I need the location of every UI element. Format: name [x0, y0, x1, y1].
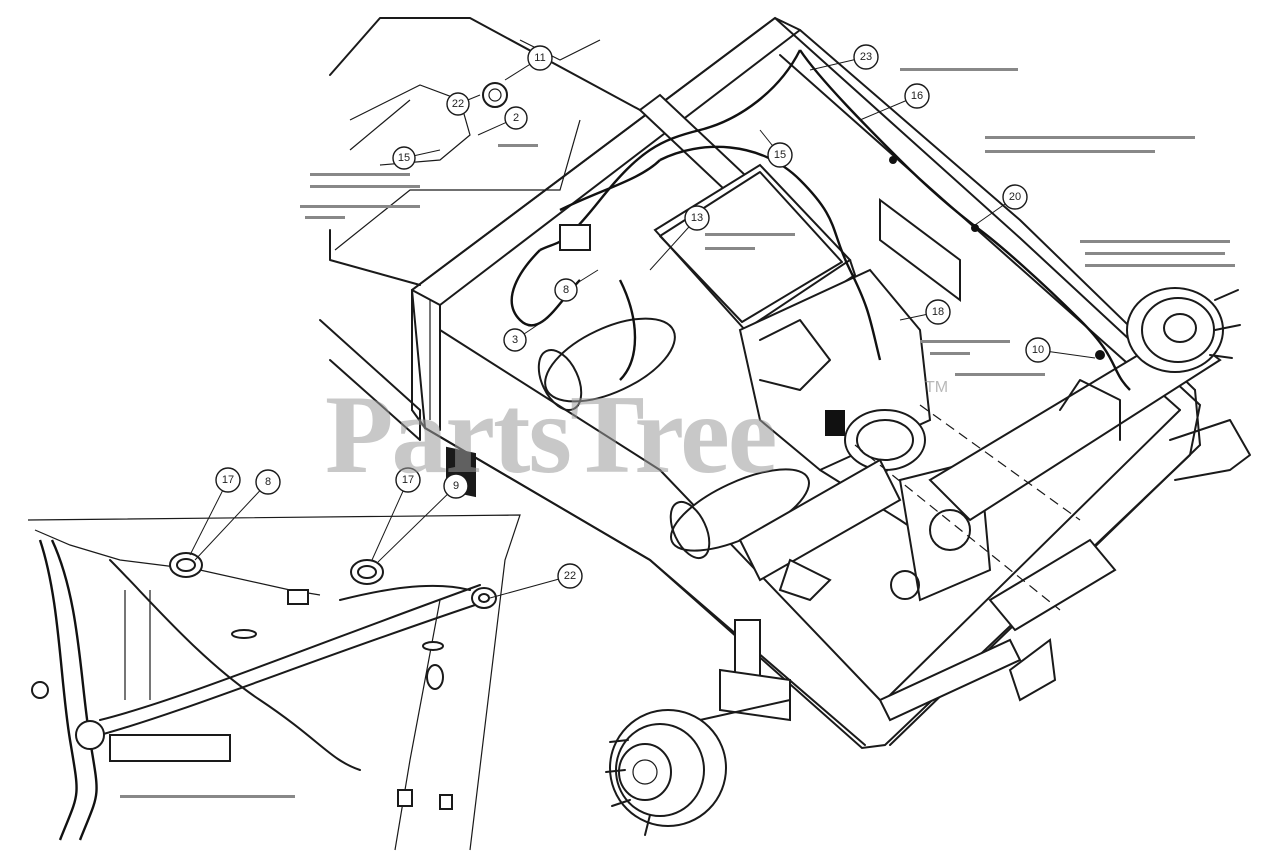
wheel-hub-icon — [605, 709, 727, 836]
callout-circle — [215, 467, 241, 493]
callout-label: 13 — [691, 212, 703, 224]
callout-c12: 18 — [899, 299, 951, 325]
callout-circle — [853, 44, 879, 70]
callout-c14: 17 — [189, 467, 241, 556]
engine-block — [738, 268, 992, 602]
callout-c7: 15 — [759, 129, 793, 168]
callout-c10: 3 — [503, 317, 549, 352]
callout-c18: 22 — [489, 563, 583, 599]
callout-circle — [527, 45, 553, 71]
callout-circle — [554, 278, 578, 302]
callout-c11: 8 — [554, 269, 599, 302]
callout-c1: 11 — [504, 45, 553, 81]
watermark-text: PartsTree — [325, 373, 776, 497]
callout-c15: 8 — [194, 469, 281, 561]
machine-body — [319, 17, 641, 441]
callout-leader — [489, 575, 571, 599]
callout-circle — [1025, 337, 1051, 363]
callout-leader — [189, 479, 229, 556]
callout-label: 18 — [932, 306, 944, 318]
callout-c9: 20 — [974, 184, 1028, 226]
callout-label: 20 — [1009, 191, 1021, 203]
callout-circle — [392, 146, 416, 170]
front-axle — [699, 538, 1117, 722]
callout-label: 8 — [265, 476, 271, 488]
callout-leader — [371, 479, 409, 561]
canister-icon — [537, 317, 810, 560]
callout-label: 17 — [222, 474, 234, 486]
callout-circle — [557, 563, 583, 589]
callout-c6: 16 — [859, 83, 930, 121]
grommet-icon — [350, 559, 384, 585]
callout-circle — [925, 299, 951, 325]
callout-label: 2 — [513, 112, 519, 124]
callout-label: 17 — [402, 474, 414, 486]
callout-circle — [767, 142, 793, 168]
callout-circle — [395, 467, 421, 493]
callout-label: 11 — [534, 52, 545, 64]
callout-circle — [503, 328, 527, 352]
callout-label: 8 — [563, 284, 569, 296]
grommet-icon — [471, 587, 497, 609]
callout-c4: 15 — [392, 146, 441, 170]
annotation-strokes — [120, 68, 1235, 798]
reference-lines — [854, 404, 1081, 611]
callout-circle — [684, 205, 710, 231]
callout-circle — [255, 469, 281, 495]
callout-circle — [904, 83, 930, 109]
callout-c2: 22 — [446, 92, 481, 116]
watermark: PartsTree TM — [325, 373, 948, 497]
callout-label: 23 — [860, 51, 872, 63]
callout-c13: 10 — [1025, 337, 1096, 363]
callout-circle — [443, 473, 469, 499]
wheel-hub-icon — [1126, 287, 1241, 373]
callout-label: 16 — [911, 90, 923, 102]
callout-circle — [1002, 184, 1028, 210]
grommet-icon — [169, 552, 203, 578]
callout-label: 22 — [452, 98, 464, 110]
watermark-trademark: TM — [925, 379, 948, 396]
callout-leader — [194, 481, 269, 561]
callout-leader — [377, 485, 457, 563]
callout-label: 10 — [1032, 344, 1044, 356]
callout-c17: 9 — [377, 473, 469, 563]
callout-c8: 13 — [649, 205, 710, 271]
rear-axle — [928, 328, 1251, 522]
callout-label: 3 — [512, 334, 518, 346]
callout-label: 15 — [774, 149, 786, 161]
callout-c5: 23 — [809, 44, 879, 71]
callout-circle — [446, 92, 470, 116]
callout-label: 15 — [398, 152, 410, 164]
callout-c16: 17 — [371, 467, 421, 561]
detail-inset — [27, 514, 521, 851]
callout-circle — [504, 106, 528, 130]
callout-c3: 2 — [477, 106, 528, 136]
callout-label: 9 — [453, 480, 459, 492]
callout-label: 22 — [564, 570, 576, 582]
wiring-harness — [510, 49, 1131, 436]
